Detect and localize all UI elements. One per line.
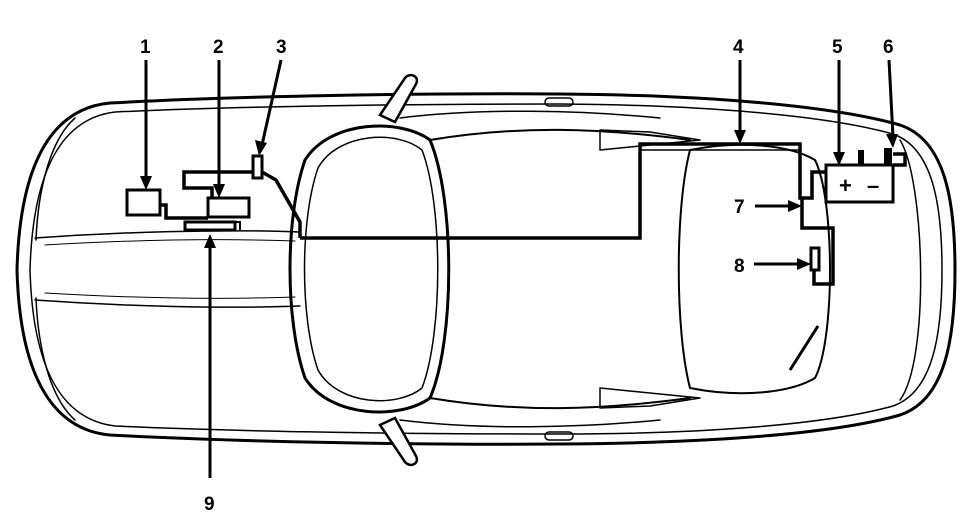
callout-labels: 1 2 3 4 5 6 7 8 9 <box>140 37 894 515</box>
component-1-box <box>125 188 162 217</box>
callout-2-label: 2 <box>213 37 224 58</box>
callout-3-label: 3 <box>276 37 287 58</box>
component-9-strip <box>183 220 237 232</box>
battery-positive-symbol: + <box>839 173 852 198</box>
rear-antenna <box>788 325 820 371</box>
callout-7-label: 7 <box>734 197 745 218</box>
callout-4-label: 4 <box>733 37 744 58</box>
component-2-box <box>206 196 251 219</box>
wiring-harness <box>160 142 907 286</box>
battery-negative-symbol: – <box>867 173 879 198</box>
callout-1-label: 1 <box>140 37 151 58</box>
callout-8-label: 8 <box>734 256 745 277</box>
battery: + – <box>824 148 895 204</box>
component-8-box <box>809 246 821 272</box>
callout-leaders <box>140 59 898 478</box>
callout-5-label: 5 <box>832 37 843 58</box>
component-3-box <box>251 154 264 180</box>
callout-9-label: 9 <box>204 494 215 515</box>
callout-6-label: 6 <box>883 37 894 58</box>
car-body-outline <box>15 92 957 446</box>
side-mirrors <box>378 73 419 467</box>
